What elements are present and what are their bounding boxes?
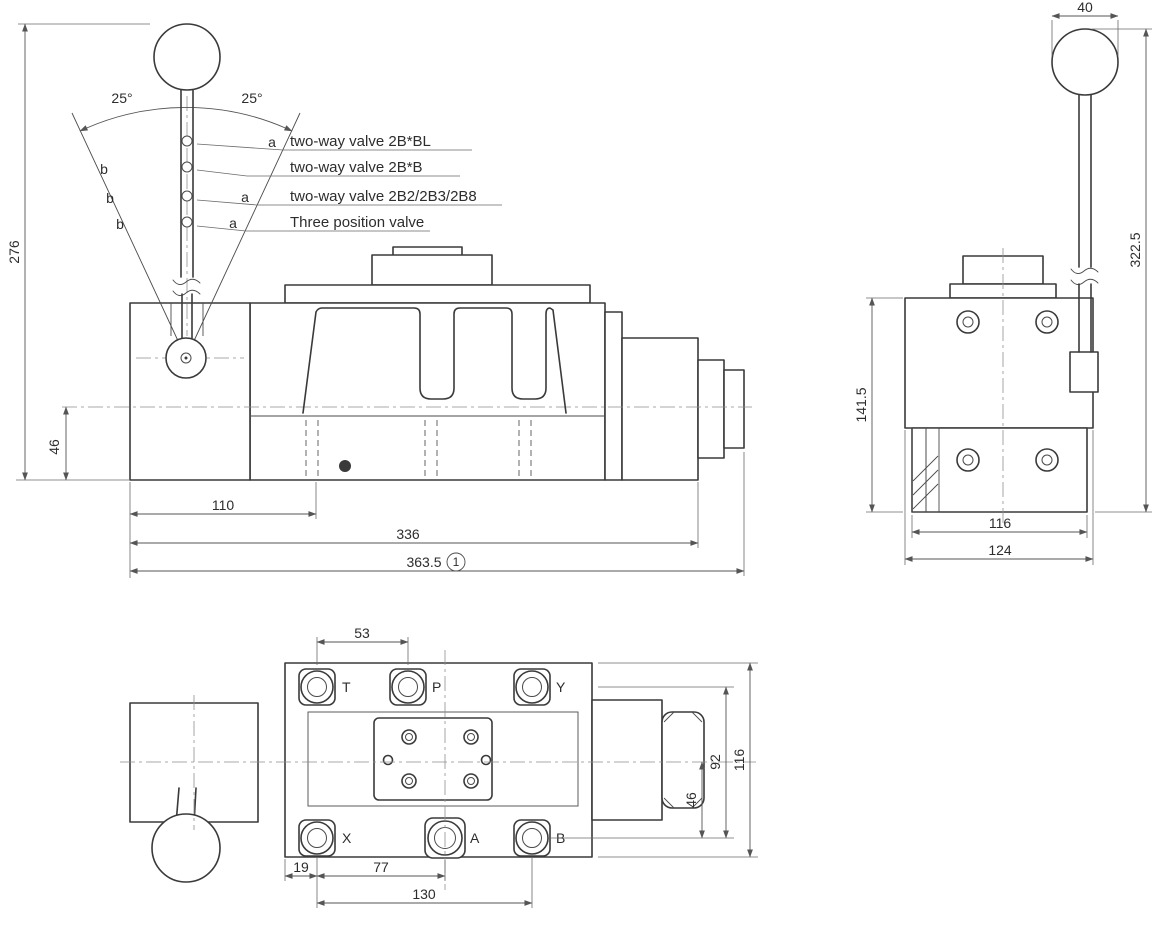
lever-pivot bbox=[165, 337, 207, 379]
dim-label-336: 336 bbox=[396, 526, 420, 542]
break-symbol bbox=[172, 278, 201, 285]
end-lever-shaft bbox=[1070, 90, 1099, 353]
swing-arc bbox=[79, 107, 293, 132]
end-cap-plan bbox=[591, 699, 663, 821]
break-symbol bbox=[172, 289, 201, 296]
annotation-text-2: two-way valve 2B*B bbox=[290, 159, 423, 176]
dim-edge-to-x: 19 bbox=[284, 858, 318, 908]
top-plate bbox=[284, 284, 591, 304]
main-body bbox=[249, 302, 606, 481]
angle-left-label: 25° bbox=[111, 90, 132, 106]
port-label-a: A bbox=[470, 830, 480, 846]
mounting-bolts bbox=[956, 310, 1059, 472]
inner-outline bbox=[307, 711, 579, 807]
lever-knob bbox=[153, 23, 221, 91]
drain-port bbox=[339, 460, 351, 472]
lower-body bbox=[911, 427, 1088, 513]
cast-contour bbox=[302, 307, 567, 414]
break-symbol bbox=[1070, 278, 1099, 285]
side-dimensions: 276 46 110 336 363.5 1 bbox=[6, 23, 745, 578]
dim-knob-width: 40 bbox=[1051, 0, 1119, 56]
body-step bbox=[604, 311, 623, 481]
position-label-a: a bbox=[268, 134, 276, 150]
end-view: 40 322.5 141.5 116 bbox=[853, 0, 1152, 565]
end-cap bbox=[621, 337, 699, 481]
dim-label-53: 53 bbox=[354, 625, 370, 641]
dim-port-rows: 92 bbox=[598, 686, 734, 839]
dim-plan-body-width: 116 bbox=[598, 662, 758, 858]
lever-swing: 25° 25° bbox=[71, 90, 301, 359]
dim-overall-length: 363.5 1 bbox=[129, 452, 745, 576]
lever-housing bbox=[129, 302, 251, 481]
dim-label-276: 276 bbox=[6, 240, 22, 264]
lever-knob bbox=[1051, 28, 1119, 96]
upper-body bbox=[904, 297, 1094, 429]
note-circle bbox=[446, 552, 466, 572]
dim-overall-height: 322.5 bbox=[1092, 28, 1152, 513]
port-label-y: Y bbox=[556, 679, 566, 695]
detent-positions bbox=[181, 135, 193, 228]
dim-label-plan-46: 46 bbox=[683, 792, 699, 808]
annotation-text-4: Three position valve bbox=[290, 214, 424, 231]
dim-label-92: 92 bbox=[707, 754, 723, 770]
port-label-t: T bbox=[342, 679, 351, 695]
dim-port-height: 46 bbox=[46, 406, 69, 481]
dim-body-height: 141.5 bbox=[853, 297, 903, 513]
dim-housing-length: 110 bbox=[129, 482, 317, 578]
position-label-a: a bbox=[241, 189, 249, 205]
dim-label-40: 40 bbox=[1077, 0, 1093, 15]
note-number: 1 bbox=[453, 555, 460, 569]
break-symbol bbox=[1070, 267, 1099, 274]
position-label-b: b bbox=[100, 161, 108, 177]
dim-label-plan-116: 116 bbox=[731, 749, 747, 772]
dim-center-to-ports: 46 bbox=[550, 761, 734, 839]
end-tip bbox=[723, 369, 745, 449]
annotation-text-3: two-way valve 2B2/2B3/2B8 bbox=[290, 188, 477, 205]
dim-label-363-5: 363.5 bbox=[406, 554, 441, 570]
end-cap-2-plan bbox=[661, 711, 705, 809]
dim-label-322-5: 322.5 bbox=[1127, 232, 1143, 267]
dim-x-to-b: 130 bbox=[316, 858, 533, 908]
plan-centerlines bbox=[120, 650, 756, 890]
position-label-a: a bbox=[229, 215, 237, 231]
position-label-b: b bbox=[116, 216, 124, 232]
lever-knob-plan bbox=[151, 813, 221, 883]
port-label-x: X bbox=[342, 830, 352, 846]
side-view: 25° 25° a two-way val bbox=[6, 23, 752, 578]
dim-label-77: 77 bbox=[373, 859, 389, 875]
top-block bbox=[371, 254, 493, 286]
annotation-row-4: b a Three position valve bbox=[116, 214, 430, 232]
position-annotations: a two-way valve 2B*BL b two-way valve 2B… bbox=[100, 133, 502, 232]
lever-shaft bbox=[172, 85, 201, 339]
position-label-b: b bbox=[106, 190, 114, 206]
dim-bolt-spacing: 53 bbox=[316, 625, 409, 665]
end-dimensions: 40 322.5 141.5 116 bbox=[853, 0, 1152, 565]
annotation-row-1: a two-way valve 2B*BL bbox=[196, 133, 472, 151]
dim-label-141-5: 141.5 bbox=[853, 387, 869, 422]
dim-overall-height: 276 bbox=[6, 23, 150, 481]
dim-label-116: 116 bbox=[989, 515, 1012, 531]
dim-body-width: 116 bbox=[911, 515, 1088, 538]
end-body bbox=[904, 255, 1094, 513]
angle-right-label: 25° bbox=[241, 90, 262, 106]
lever-bracket bbox=[1069, 351, 1099, 393]
annotation-row-3: b a two-way valve 2B2/2B3/2B8 bbox=[106, 188, 502, 206]
dim-label-124: 124 bbox=[988, 542, 1012, 558]
dim-label-19: 19 bbox=[293, 859, 309, 875]
port-label-p: P bbox=[432, 679, 441, 695]
cap-details bbox=[663, 711, 703, 809]
dim-overall-width: 124 bbox=[904, 430, 1094, 565]
ports bbox=[300, 670, 549, 856]
dim-body-length: 336 bbox=[129, 482, 699, 548]
dim-label-110: 110 bbox=[212, 497, 235, 513]
annotation-text-1: two-way valve 2B*BL bbox=[290, 133, 431, 150]
dim-label-46: 46 bbox=[46, 439, 62, 455]
annotation-row-2: b two-way valve 2B*B bbox=[100, 159, 460, 177]
plan-dimensions: 53 92 116 46 19 bbox=[284, 625, 758, 908]
end-step bbox=[697, 359, 725, 459]
plan-view: T P Y X A B 53 92 116 bbox=[120, 625, 758, 908]
dim-x-to-a: 77 bbox=[316, 859, 446, 881]
dim-label-130: 130 bbox=[412, 886, 436, 902]
